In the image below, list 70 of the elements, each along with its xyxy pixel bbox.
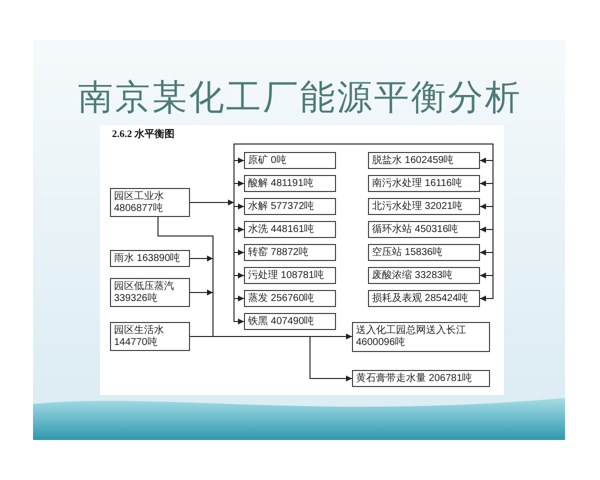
- box-label: 原矿 0吨: [248, 154, 286, 166]
- flow-arrow: [234, 226, 244, 232]
- section-heading: 2.6.2 水平衡图: [112, 129, 174, 141]
- box-label: 雨水 163890吨: [114, 252, 180, 264]
- flow-line: [234, 144, 494, 161]
- flow-arrow: [234, 250, 244, 256]
- flow-line: [492, 229, 494, 253]
- process-box: [110, 188, 190, 217]
- flow-arrow: [480, 226, 494, 232]
- flow-arrow: [234, 298, 244, 324]
- flow-arrow: [234, 180, 244, 186]
- process-box: [368, 152, 480, 169]
- flow-arrow: [234, 204, 244, 210]
- box-label: 水洗 448161吨: [248, 224, 314, 236]
- process-box: [352, 322, 490, 352]
- flow-line: [492, 160, 494, 184]
- flow-arrow: [480, 275, 494, 302]
- process-box: [244, 267, 336, 284]
- flow-arrow: [234, 272, 244, 278]
- box-label: 水解 577372吨: [248, 200, 314, 212]
- process-box: [244, 244, 336, 261]
- box-label: 空压站 15836吨: [372, 246, 443, 258]
- flow-arrow: [480, 272, 494, 278]
- box-label: 南污水处理 16116吨: [372, 178, 462, 190]
- flow-line: [492, 252, 494, 276]
- process-box: [244, 221, 336, 238]
- process-box: [368, 290, 480, 307]
- process-box: [352, 370, 490, 387]
- box-label: 北污水处理 32021吨: [372, 200, 463, 212]
- process-box: [368, 267, 480, 284]
- box-label: 脱盐水 1602459吨: [372, 154, 454, 166]
- box-label: 园区生活水 144770吨: [114, 324, 165, 348]
- box-label: 损耗及表观 285424吨: [372, 292, 468, 304]
- flow-line: [158, 216, 214, 259]
- flow-line: [492, 206, 494, 230]
- flow-arrow: [190, 290, 214, 296]
- process-box: [244, 198, 336, 215]
- process-box: [368, 221, 480, 238]
- process-box: [244, 152, 336, 169]
- flow-arrow: [480, 180, 494, 186]
- flow-arrow: [190, 200, 234, 206]
- flow-line: [190, 336, 214, 337]
- flow-arrow: [480, 250, 494, 256]
- flow-arrow: [234, 296, 244, 302]
- flow-line: [492, 183, 494, 207]
- box-label: 转窑 78872吨: [248, 246, 309, 258]
- slide-title: 南京某化工厂能源平衡分析: [78, 78, 522, 118]
- process-box: [244, 175, 336, 192]
- flow-arrow: [480, 204, 494, 210]
- box-label: 园区工业水 4806877吨: [114, 190, 165, 214]
- box-label: 园区低压蒸汽 339326吨: [114, 280, 175, 304]
- box-label: 铁黑 407490吨: [248, 316, 314, 328]
- box-label: 酸解 481191吨: [248, 178, 314, 190]
- process-box: [368, 244, 480, 261]
- process-box: [110, 278, 190, 307]
- flow-arrow: [480, 158, 494, 164]
- box-label: 循环水站 450316吨: [372, 224, 458, 236]
- box-label: 污处理 108781吨: [248, 270, 324, 282]
- box-label: 蒸发 256760吨: [248, 292, 314, 304]
- box-label: 黄石膏带走水量 206781吨: [356, 372, 472, 384]
- flow-arrow: [234, 158, 244, 164]
- box-label: 废酸浓缩 33283吨: [372, 270, 453, 282]
- process-box: [244, 313, 336, 330]
- box-label: 送入化工园总网送入长江 4600096吨: [356, 324, 467, 348]
- process-box: [110, 250, 190, 267]
- process-box: [244, 290, 336, 307]
- flow-arrow: [310, 334, 352, 340]
- process-box: [110, 322, 190, 351]
- process-box: [368, 198, 480, 215]
- process-box: [368, 175, 480, 192]
